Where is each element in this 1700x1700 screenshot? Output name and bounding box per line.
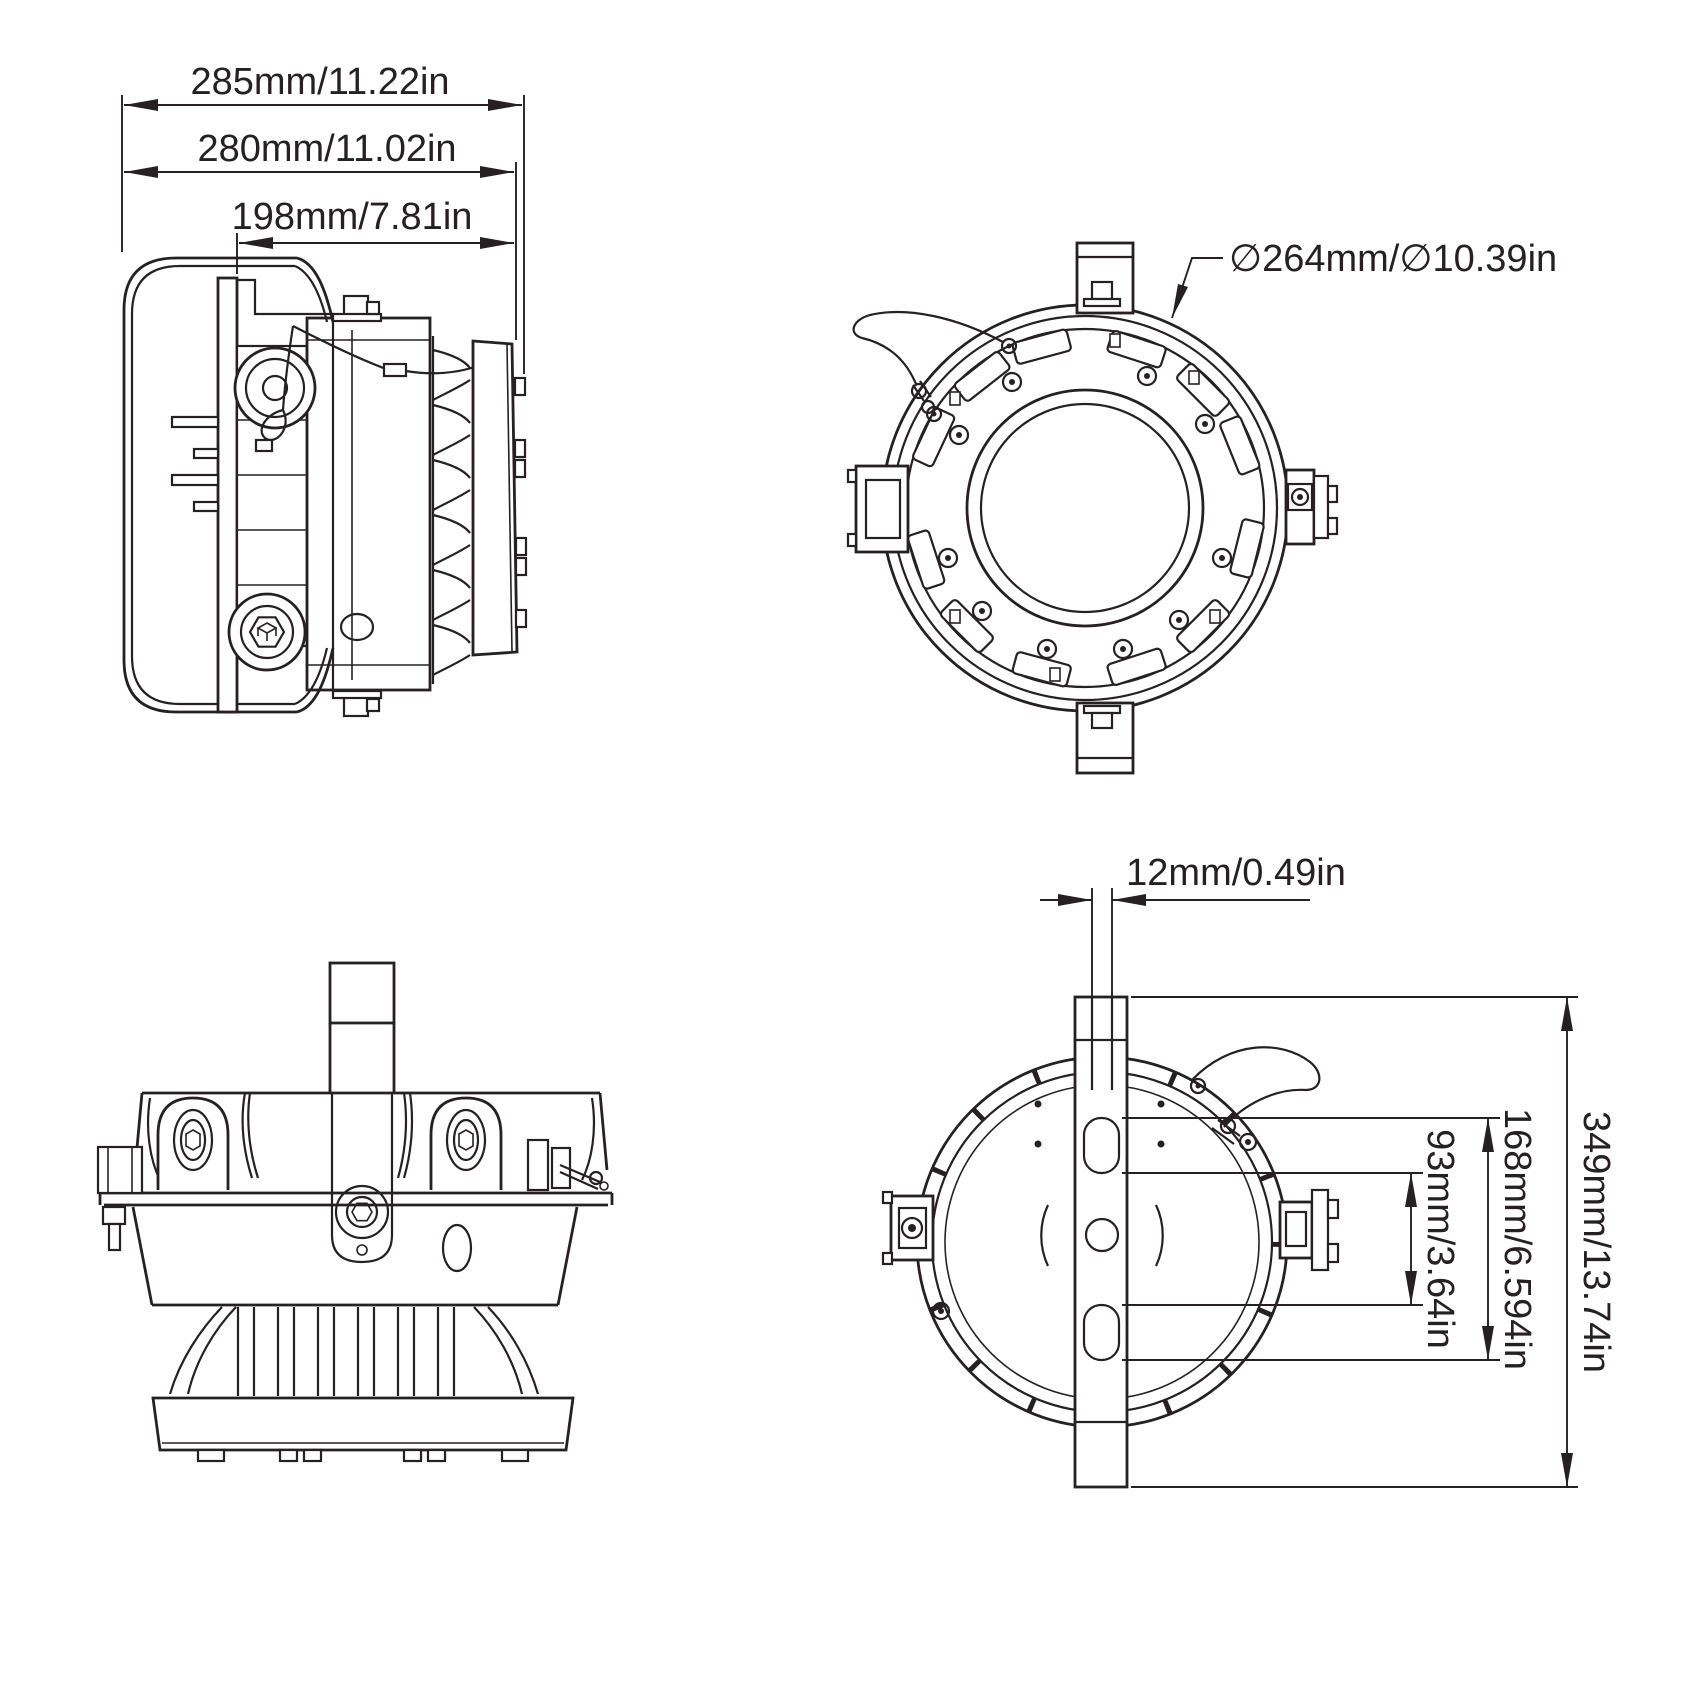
dim-body-depth-label: 198mm/7.81in [232,196,473,238]
cable-hinge [526,1138,609,1192]
lamp-housing [305,316,432,692]
mounting-tab-top [1075,241,1135,315]
lens-tray [151,1396,575,1463]
lens [965,388,1205,628]
heat-sink-fins [431,336,471,684]
dim-bracket-length-label: 349mm/13.74in [1575,1111,1617,1373]
mounting-tab-bottom [1075,701,1135,775]
dim-bracket-thickness-label: 12mm/0.49in [1126,852,1346,894]
diameter-callout: ∅264mm/∅10.39in [1171,238,1557,319]
pivot-boss-right [429,1096,503,1190]
latch-left [846,464,910,554]
dim-housing-depth-label: 280mm/11.02in [197,128,456,170]
clamp-left [881,1190,951,1321]
bracket-center-hole [1084,1217,1120,1253]
bracket-slot-bottom [1082,1303,1121,1362]
bracket-slot-top [1082,1116,1121,1175]
side-view: 285mm/11.22in 280mm/11.02in 198mm/7.81in [121,61,528,718]
latch-right [1284,468,1339,546]
lens-plate [471,339,528,657]
fixture-rim [880,303,1290,713]
bezel-screws [937,365,1233,660]
mounting-arm [328,961,396,1264]
top-view [96,961,614,1463]
clip-ring [906,328,1265,688]
back-view: 12mm/0.49in 93mm/3.64in 168mm/6.594in 34… [881,852,1617,1489]
dim-slot-inner-label: 93mm/3.64in [1419,1129,1461,1349]
yoke-bracket [122,256,335,714]
heat-sink [168,1306,540,1396]
pivot-bolt-bottom [227,592,307,672]
side-latch [96,1145,144,1252]
dim-slot-outer-label: 168mm/6.594in [1496,1108,1538,1370]
front-view: ∅264mm/∅10.39in [846,238,1557,775]
mounting-bracket-bar [1034,995,1165,1489]
back-housing [98,1091,614,1307]
top-bolt [331,294,383,323]
pivot-bolt-top [233,325,317,453]
clamp-right [1278,1188,1340,1272]
safety-wire [292,325,492,378]
safety-cable-back [1189,1046,1321,1152]
back-view-dimension-lines: 12mm/0.49in 93mm/3.64in 168mm/6.594in 34… [1040,852,1617,1488]
mounting-plate [216,276,335,714]
bottom-bolt [331,689,383,718]
dim-overall-depth-label: 285mm/11.22in [190,61,449,103]
safety-cable [852,310,1018,423]
side-view-dimension-lines [121,95,525,374]
pivot-boss-left [156,1096,230,1190]
dim-diameter-label: ∅264mm/∅10.39in [1229,238,1557,280]
